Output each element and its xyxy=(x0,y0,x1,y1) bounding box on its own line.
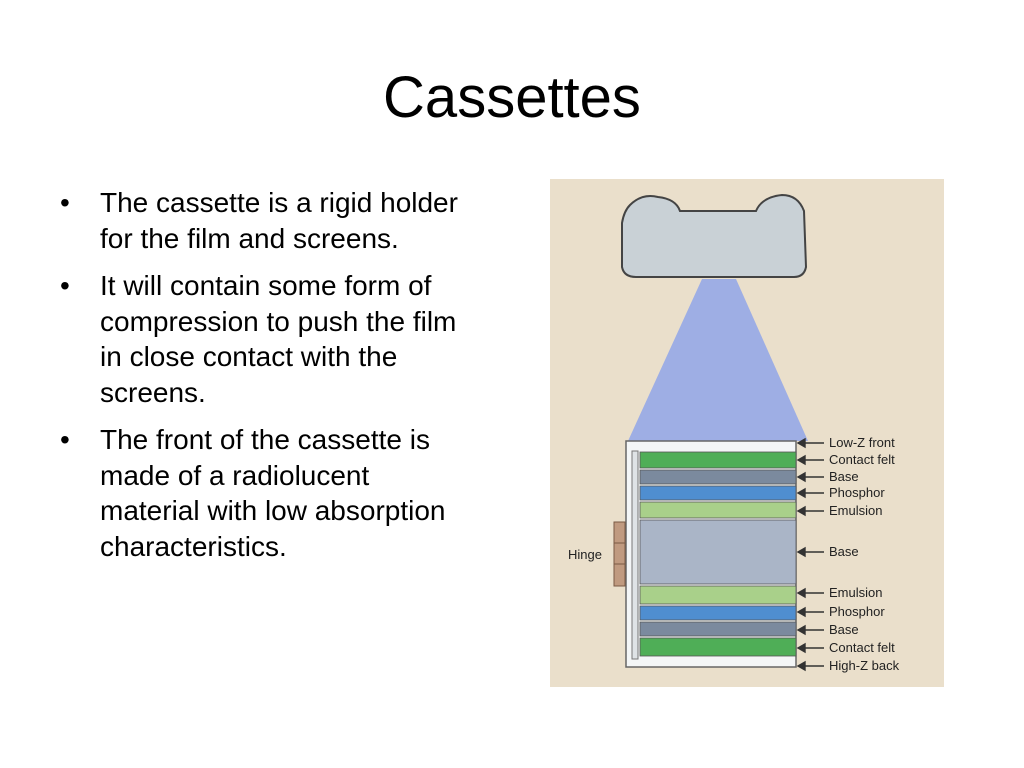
layer-emulsion-front xyxy=(639,501,797,519)
bullet-text: It will contain some form of compression… xyxy=(100,270,457,408)
layer-emulsion-back xyxy=(639,585,797,605)
bullet-item: • It will contain some form of compressio… xyxy=(56,268,476,410)
layer-phosphor-front xyxy=(639,485,797,501)
bullet-text: The cassette is a rigid holder for the f… xyxy=(100,187,458,254)
cassette-side-wall xyxy=(631,450,639,660)
layer-label: Emulsion xyxy=(829,503,882,518)
xray-tube-icon xyxy=(621,193,808,278)
layer-label: Base xyxy=(829,544,859,559)
layer-base-front xyxy=(639,469,797,485)
cassette-diagram-svg: Hinge Low-Z front Contact felt Base xyxy=(550,179,944,687)
bullet-item: • The cassette is a rigid holder for the … xyxy=(56,185,476,256)
layer-arrows xyxy=(796,437,824,672)
layer-phosphor-back xyxy=(639,605,797,621)
layer-label: Low-Z front xyxy=(829,435,895,450)
bullet-marker: • xyxy=(60,270,70,301)
layer-label: Phosphor xyxy=(829,485,885,500)
bullet-marker: • xyxy=(60,424,70,455)
layer-contact-felt-front xyxy=(639,451,797,469)
layer-label: Phosphor xyxy=(829,604,885,619)
hinge-icon xyxy=(613,521,626,587)
cassette-diagram: Hinge Low-Z front Contact felt Base xyxy=(550,179,944,687)
xray-beam xyxy=(628,279,808,441)
bullet-list: • The cassette is a rigid holder for the … xyxy=(56,185,476,576)
bullet-marker: • xyxy=(60,187,70,218)
layer-label: Base xyxy=(829,469,859,484)
bullet-item: • The front of the cassette is made of a … xyxy=(56,422,476,564)
bullet-text: The front of the cassette is made of a r… xyxy=(100,424,446,562)
layer-label: Emulsion xyxy=(829,585,882,600)
layer-label: Contact felt xyxy=(829,452,895,467)
hinge-label: Hinge xyxy=(568,547,602,562)
slide-title: Cassettes xyxy=(383,65,641,130)
layer-label: High-Z back xyxy=(829,658,900,673)
layer-label: Base xyxy=(829,622,859,637)
layer-contact-felt-back xyxy=(639,637,797,657)
layer-label: Contact felt xyxy=(829,640,895,655)
layer-film-base xyxy=(639,519,797,585)
layer-base-back xyxy=(639,621,797,637)
